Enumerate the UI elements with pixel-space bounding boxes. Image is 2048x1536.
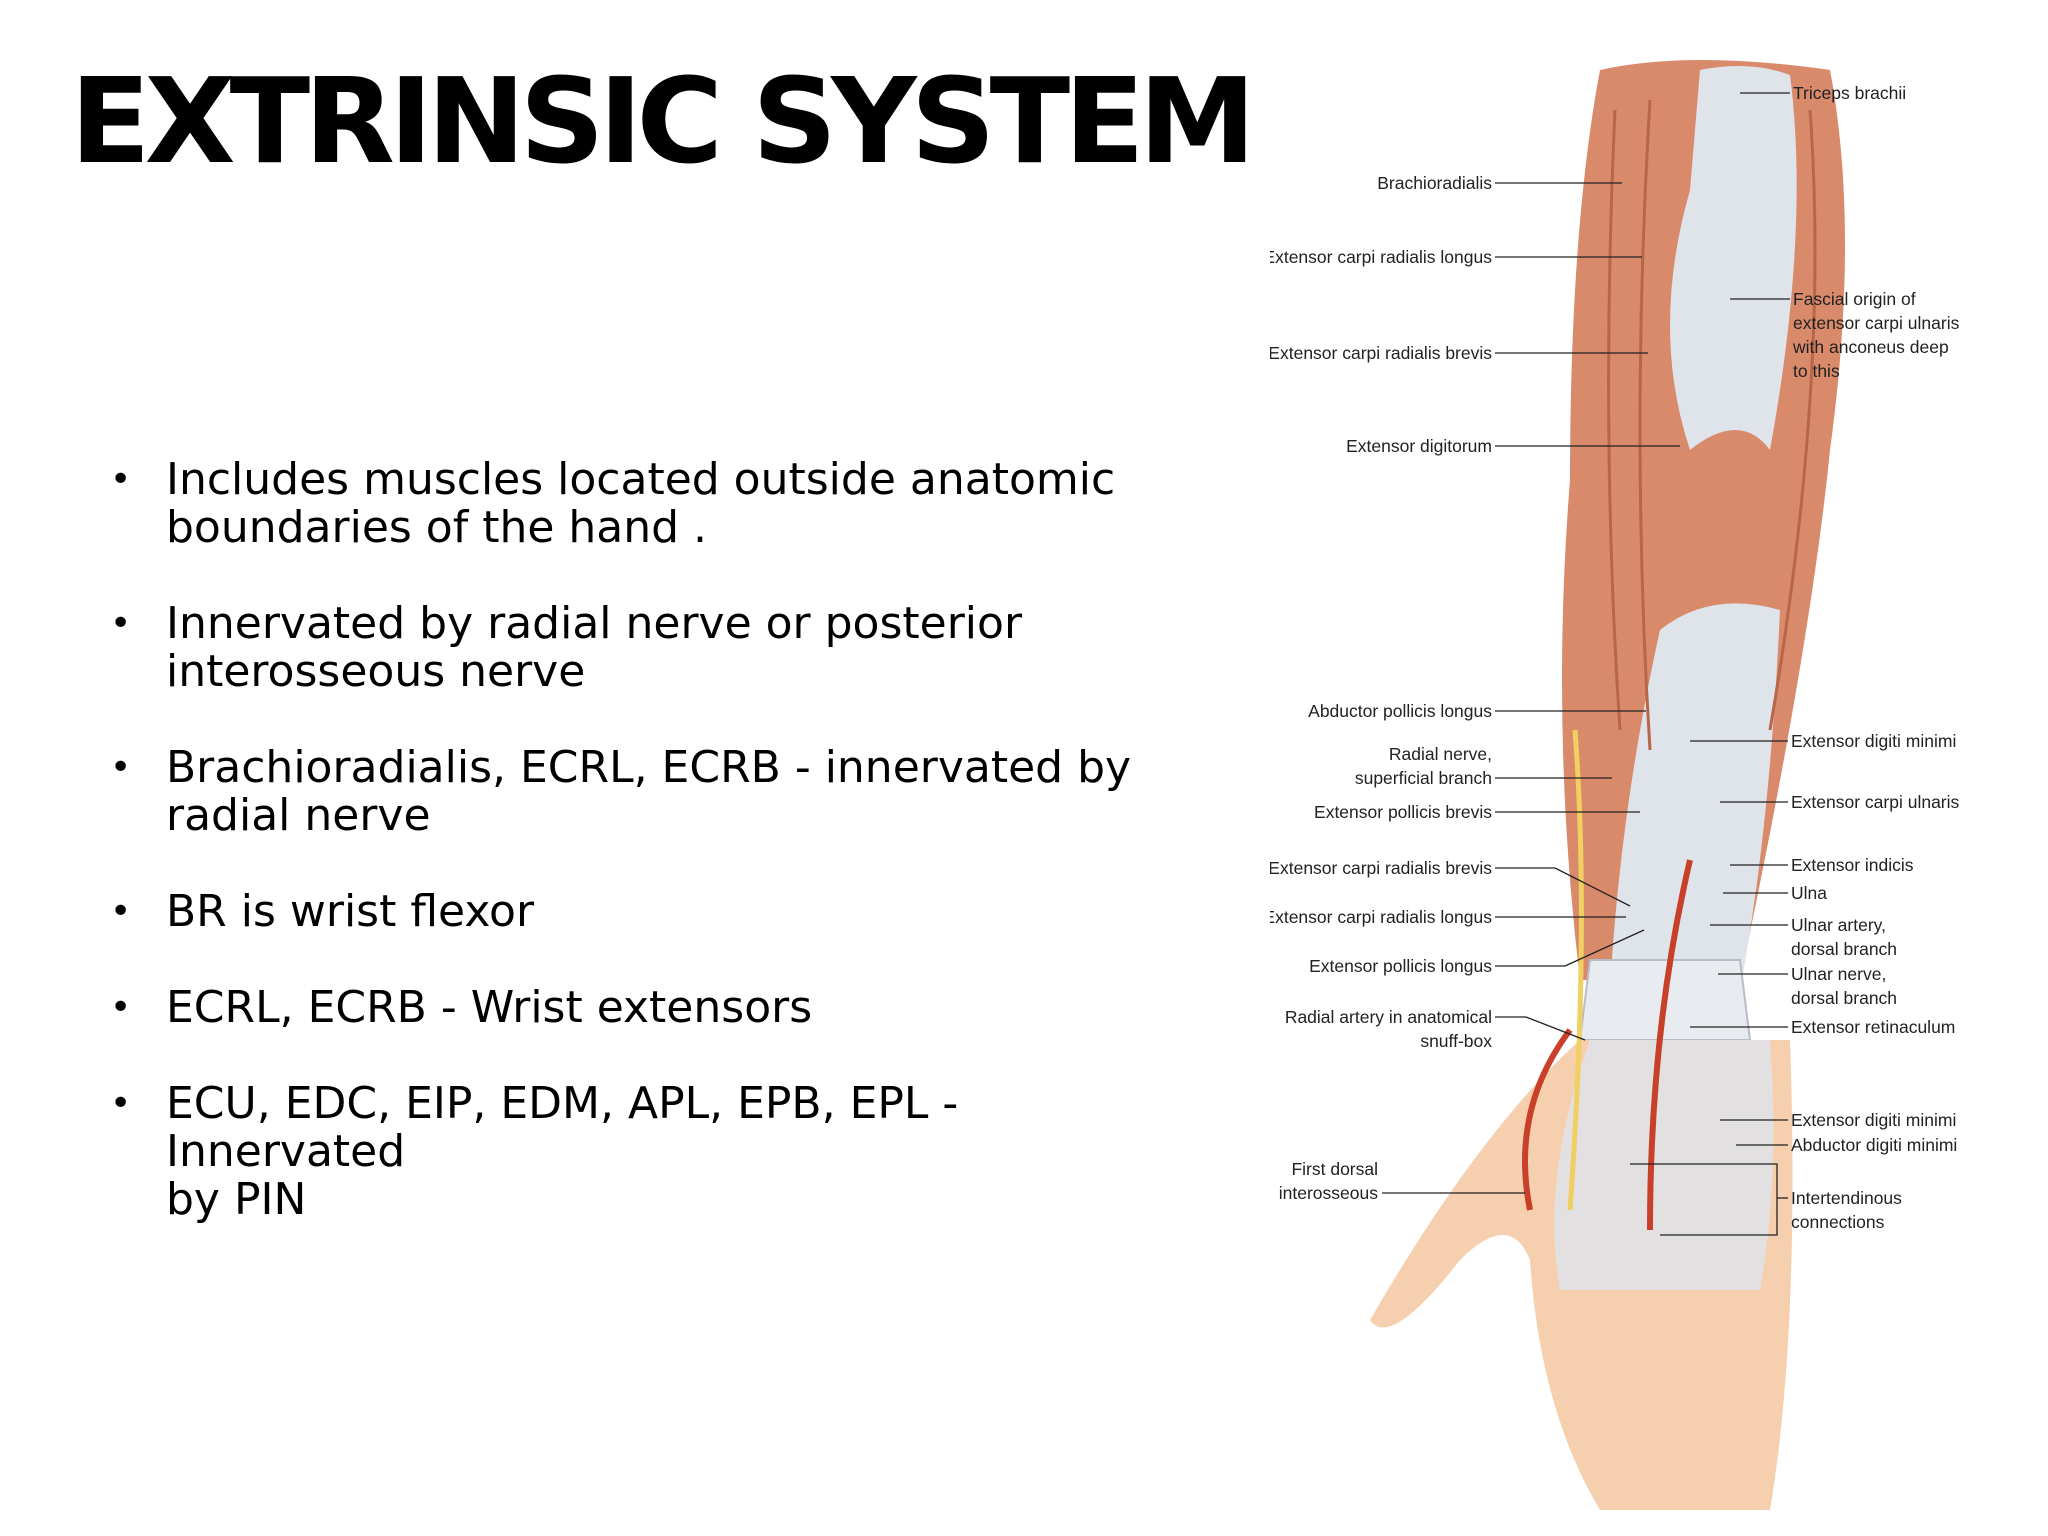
bullet-dot: •: [110, 987, 132, 1028]
label-ecrb-upper: Extensor carpi radialis brevis: [1270, 343, 1492, 363]
label-edm-upper: Extensor digiti minimi: [1791, 731, 1956, 751]
label-intertendinous-1: Intertendinous: [1791, 1188, 1902, 1208]
label-brachioradialis: Brachioradialis: [1377, 173, 1492, 193]
bullet-dot: •: [110, 747, 132, 788]
bullet-dot: •: [110, 459, 132, 500]
ulnar-artery-line: [1647, 859, 1693, 1231]
radial-nerve-line: [1567, 729, 1584, 1211]
label-triceps: Triceps brachii: [1793, 83, 1906, 103]
label-ulna: Ulna: [1791, 883, 1827, 903]
bullet-item: •ECRL, ECRB - Wrist extensors: [110, 982, 813, 1033]
label-ecrb-lower: Extensor carpi radialis brevis: [1270, 858, 1492, 878]
label-ext-digitorum: Extensor digitorum: [1346, 436, 1492, 456]
label-radial-artery-2: snuff-box: [1420, 1031, 1492, 1051]
label-fascial-1: Fascial origin of: [1793, 289, 1916, 309]
bullet-item: •Innervated by radial nerve or posterior…: [110, 598, 1023, 697]
label-ulnar-artery-1: Ulnar artery,: [1791, 915, 1886, 935]
extensor-aponeurosis: [1670, 66, 1797, 450]
label-radial-nerve-2: superficial branch: [1355, 768, 1492, 788]
forearm-anatomy-figure: Brachioradialis Extensor carpi radialis …: [1270, 30, 2048, 1530]
hand-tendons: [1554, 1040, 1774, 1290]
label-ecu: Extensor carpi ulnaris: [1791, 792, 1960, 812]
slide-title: EXTRINSIC SYSTEM: [70, 52, 1256, 190]
label-ecrl-lower: Extensor carpi radialis longus: [1270, 907, 1492, 927]
bullet-dot: •: [110, 1083, 132, 1124]
label-first-dorsal-1: First dorsal: [1291, 1159, 1378, 1179]
label-fascial-4: to this: [1793, 361, 1840, 381]
label-epl: Extensor pollicis longus: [1309, 956, 1492, 976]
bullet-dot: •: [110, 603, 132, 644]
bullet-item: •Brachioradialis, ECRL, ECRB - innervate…: [110, 742, 1132, 841]
label-epb: Extensor pollicis brevis: [1314, 802, 1492, 822]
label-radial-nerve-1: Radial nerve,: [1389, 744, 1492, 764]
label-first-dorsal-2: interosseous: [1279, 1183, 1378, 1203]
bullet-item: •Includes muscles located outside anatom…: [110, 454, 1116, 553]
bullet-item: •BR is wrist flexor: [110, 886, 535, 937]
label-ulnar-nerve-1: Ulnar nerve,: [1791, 964, 1886, 984]
label-fascial-3: with anconeus deep: [1792, 337, 1949, 357]
label-edm-lower: Extensor digiti minimi: [1791, 1110, 1956, 1130]
label-ext-retinaculum: Extensor retinaculum: [1791, 1017, 1955, 1037]
bullet-item: •ECU, EDC, EIP, EDM, APL, EPB, EPL - Inn…: [110, 1078, 959, 1225]
label-radial-artery-1: Radial artery in anatomical: [1285, 1007, 1492, 1027]
label-fascial-2: extensor carpi ulnaris: [1793, 313, 1960, 333]
forearm-illustration: Brachioradialis Extensor carpi radialis …: [1270, 60, 1960, 1510]
label-intertendinous-2: connections: [1791, 1212, 1885, 1232]
leader-lines: [1382, 92, 1790, 1236]
label-ecrl-upper: Extensor carpi radialis longus: [1270, 247, 1492, 267]
label-ext-indicis: Extensor indicis: [1791, 855, 1914, 875]
left-labels: Brachioradialis Extensor carpi radialis …: [1270, 173, 1492, 1203]
label-apl: Abductor pollicis longus: [1308, 701, 1492, 721]
radial-artery-line: [1522, 1028, 1573, 1211]
label-ulnar-artery-2: dorsal branch: [1791, 939, 1897, 959]
forearm-drawing: [1370, 60, 1845, 1510]
label-abd-digiti: Abductor digiti minimi: [1791, 1135, 1957, 1155]
right-labels: Triceps brachii Fascial origin of extens…: [1791, 83, 1960, 1232]
bullet-dot: •: [110, 891, 132, 932]
label-ulnar-nerve-2: dorsal branch: [1791, 988, 1897, 1008]
bullet-list: •Includes muscles located outside anatom…: [110, 456, 1170, 1272]
